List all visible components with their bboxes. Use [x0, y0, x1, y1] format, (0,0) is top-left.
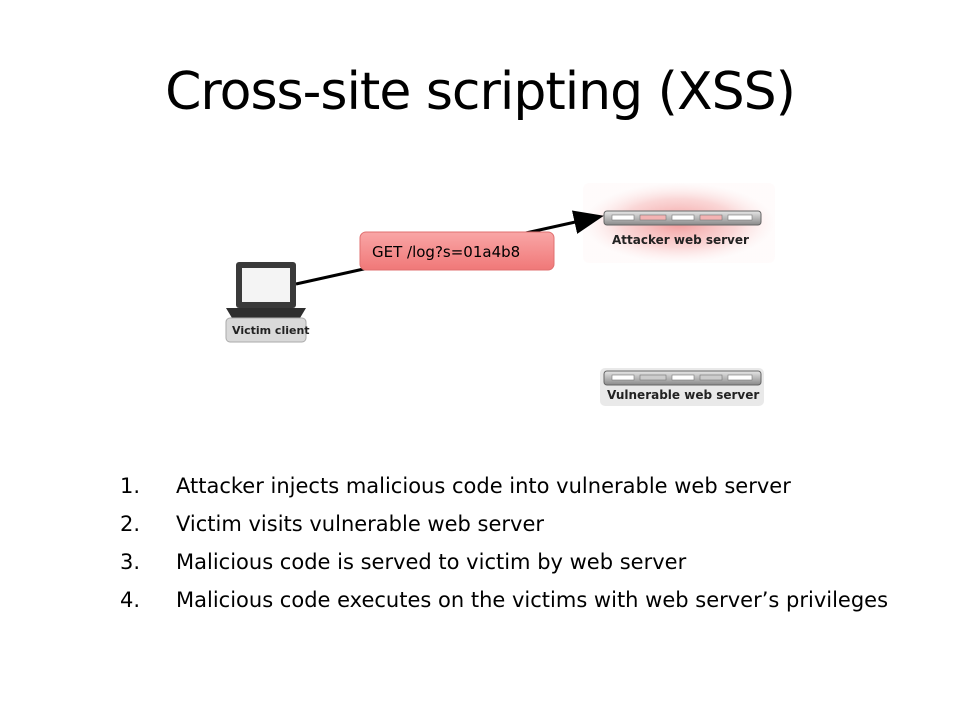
list-item: 3. Malicious code is served to victim by…	[120, 546, 900, 578]
xss-diagram: Attacker web server GET /log?s=01a4b8 Vi…	[225, 183, 775, 406]
request-label-box: GET /log?s=01a4b8	[359, 231, 555, 271]
step-text: Malicious code executes on the victims w…	[176, 588, 889, 612]
list-item: 2. Victim visits vulnerable web server	[120, 508, 900, 540]
attacker-server-icon	[603, 210, 762, 226]
step-number: 1.	[120, 474, 141, 498]
step-number: 2.	[120, 512, 141, 536]
step-number: 3.	[120, 550, 141, 574]
victim-client-label: Victim client	[232, 324, 310, 337]
request-label-text: GET /log?s=01a4b8	[372, 243, 520, 261]
vulnerable-server-label: Vulnerable web server	[607, 388, 759, 402]
step-text: Malicious code is served to victim by we…	[176, 550, 687, 574]
attacker-server-label: Attacker web server	[612, 233, 749, 247]
steps-list: 1. Attacker injects malicious code into …	[120, 470, 900, 622]
list-item: 1. Attacker injects malicious code into …	[120, 470, 900, 502]
laptop-icon	[225, 262, 307, 343]
vulnerable-server-icon	[600, 368, 764, 406]
list-item: 4. Malicious code executes on the victim…	[120, 584, 900, 616]
step-number: 4.	[120, 588, 141, 612]
slide-title: Cross-site scripting (XSS)	[165, 62, 796, 122]
step-text: Victim visits vulnerable web server	[176, 512, 545, 536]
step-text: Attacker injects malicious code into vul…	[176, 474, 791, 498]
